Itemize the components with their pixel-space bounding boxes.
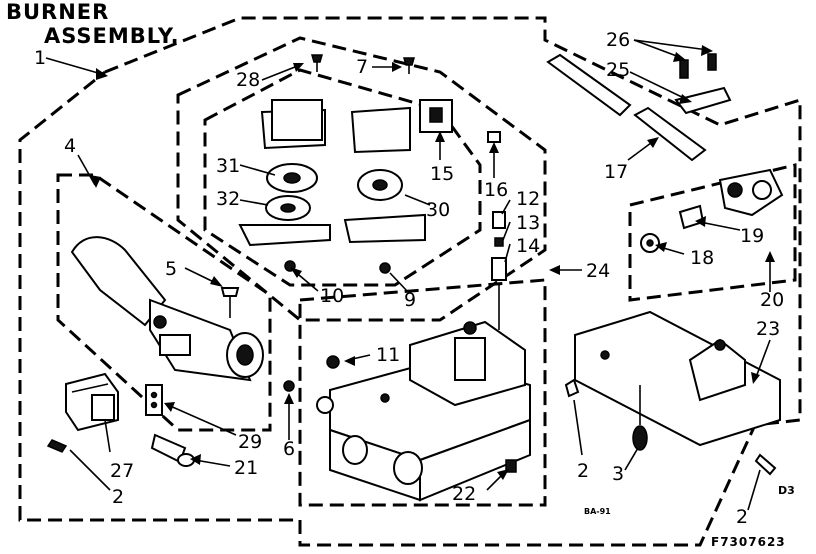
spring-21 <box>150 433 195 467</box>
valve-body-boundary <box>298 278 547 507</box>
callout-22: 22 <box>452 483 476 505</box>
callout-2-center: 2 <box>577 460 589 482</box>
callout-10: 10 <box>320 285 344 307</box>
terminal-block <box>65 372 119 432</box>
callout-6: 6 <box>283 438 295 460</box>
burner-group-boundary <box>56 173 272 432</box>
nut-right <box>379 262 391 274</box>
solenoid-valve-right <box>343 99 453 244</box>
valve-group-boundary <box>176 36 547 322</box>
screw-2-right <box>754 453 777 476</box>
screws-top <box>311 54 415 74</box>
screw-22 <box>505 459 517 473</box>
callout-16: 16 <box>484 179 508 201</box>
callout-28: 28 <box>236 69 260 91</box>
screw-2-center <box>564 378 580 398</box>
callout-26: 26 <box>606 29 630 51</box>
callout-2-left: 2 <box>112 486 124 508</box>
solenoid-subgroup-boundary <box>203 68 482 287</box>
callout-11: 11 <box>376 344 400 366</box>
callout-20: 20 <box>760 289 784 311</box>
fittings-column <box>487 131 507 330</box>
diagram-title-line2: ASSEMBLY. <box>44 24 180 48</box>
callout-12: 12 <box>516 188 540 210</box>
callout-21: 21 <box>234 457 258 479</box>
callout-9: 9 <box>404 289 416 311</box>
callout-32: 32 <box>216 188 240 210</box>
callout-31: 31 <box>216 155 240 177</box>
callout-labels: 1 4 5 6 7 28 31 32 15 30 16 12 13 14 10 … <box>34 29 784 528</box>
callout-19: 19 <box>740 225 764 247</box>
callout-29: 29 <box>238 431 262 453</box>
callout-15: 15 <box>430 163 454 185</box>
burner-tube <box>70 236 264 382</box>
illegible-tag: BA-91 <box>584 507 611 516</box>
orifice-spud <box>283 380 295 392</box>
leader-lines <box>45 39 775 511</box>
callout-25: 25 <box>606 59 630 81</box>
callout-30: 30 <box>426 199 450 221</box>
diagram-title-line1: BURNER <box>6 0 110 24</box>
callout-24: 24 <box>586 260 610 282</box>
drawing-number: F7307623 <box>711 535 786 549</box>
callout-2-right: 2 <box>736 506 748 528</box>
callout-17: 17 <box>604 161 628 183</box>
crossover-tube <box>546 53 707 162</box>
bracket-25 <box>674 53 732 115</box>
callout-13: 13 <box>516 212 540 234</box>
sheet-code: D3 <box>778 484 795 497</box>
burner-screw <box>220 287 240 318</box>
callout-14: 14 <box>516 235 540 257</box>
screw-3 <box>632 385 648 451</box>
screw-2-left <box>46 439 68 453</box>
mounting-bracket <box>574 310 781 447</box>
callout-18: 18 <box>690 247 714 269</box>
spacer-29 <box>145 384 163 416</box>
callout-3: 3 <box>612 463 624 485</box>
callout-27: 27 <box>110 460 134 482</box>
callout-1: 1 <box>34 47 46 69</box>
callout-7: 7 <box>356 56 368 78</box>
valve-body <box>316 320 531 502</box>
solenoid-valve-left <box>238 99 331 247</box>
callout-5: 5 <box>165 258 177 280</box>
callout-4: 4 <box>64 135 76 157</box>
pressure-regulator <box>640 168 784 253</box>
callout-23: 23 <box>756 318 780 340</box>
outer-assembly-boundary <box>18 16 802 547</box>
